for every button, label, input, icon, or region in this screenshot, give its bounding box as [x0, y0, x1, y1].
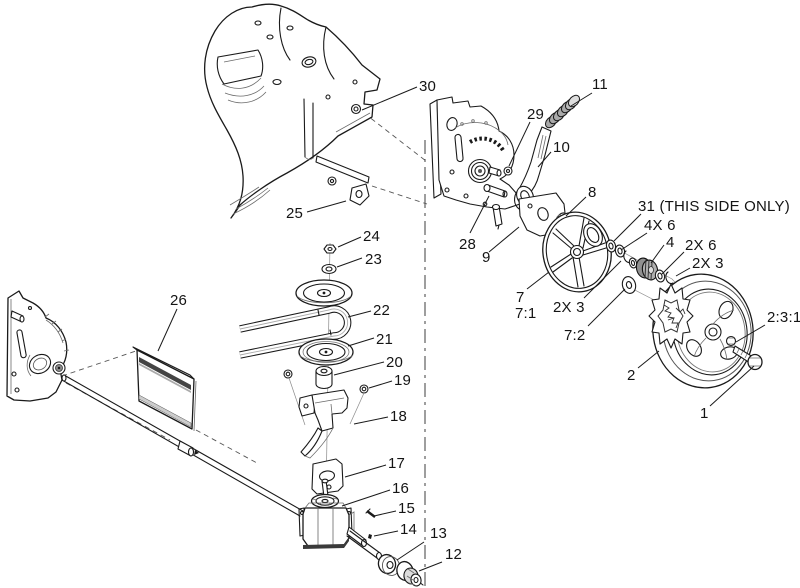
axle-bolt-1 [732, 345, 763, 371]
callout-20: 20 [386, 354, 403, 371]
callout-18: 18 [390, 408, 407, 425]
axle-shaft [61, 374, 424, 586]
callout-15: 15 [398, 500, 415, 517]
wheel-tire-2 [648, 273, 763, 389]
callout-7-1: 7:1 [515, 305, 536, 322]
gear-sector-teeth [468, 136, 506, 153]
callout-25: 25 [286, 205, 303, 222]
stabilizer-rod-25 [315, 155, 370, 206]
callout-2-3-1: 2:3:1 [767, 309, 800, 326]
callout-12: 12 [445, 546, 462, 563]
callout-13: 13 [430, 525, 447, 542]
bolts-28 [483, 183, 508, 230]
height-bracket-plate [429, 96, 521, 230]
deck-housing [204, 3, 381, 219]
e-clip [665, 271, 674, 285]
callout-10: 10 [553, 139, 570, 156]
callout-2x6: 2X 6 [685, 237, 717, 254]
bearing-center [478, 169, 482, 173]
washer-13 [377, 553, 401, 576]
callout-8: 8 [588, 184, 597, 201]
flange-nut-24 [323, 244, 337, 254]
callout-2x3-right: 2X 3 [692, 255, 724, 272]
transport-wheel-7 [542, 211, 612, 293]
screw-15 [365, 508, 376, 518]
washer-23 [321, 263, 337, 275]
callout-29: 29 [527, 106, 544, 123]
callout-9: 9 [482, 249, 491, 266]
callout-7: 7 [516, 289, 525, 306]
axle-collar [177, 440, 199, 457]
belt-cover-26 [132, 346, 197, 432]
transmission-16 [298, 478, 368, 549]
callout-17: 17 [388, 455, 405, 472]
callout-30: 30 [419, 78, 436, 95]
callout-4: 4 [666, 234, 675, 251]
callout-23: 23 [365, 251, 382, 268]
drive-gear-cluster [648, 283, 694, 349]
spring-11 [545, 94, 580, 129]
pin-14 [368, 534, 372, 539]
pin-29 [503, 166, 513, 176]
thrust-washer-7-2 [621, 276, 637, 294]
callout-1: 1 [700, 405, 709, 422]
screw-19-right [349, 384, 369, 425]
screw-30 [350, 103, 362, 115]
callout-4x6: 4X 6 [644, 217, 676, 234]
lower-pulley-21 [298, 338, 354, 366]
coupler-12 [396, 560, 422, 587]
spacer-20 [315, 365, 333, 390]
hub-bolt-2-3-1 [725, 335, 737, 347]
pulley-belt-stack [239, 244, 376, 549]
callout-21: 21 [376, 331, 393, 348]
side-plate-left [6, 290, 70, 402]
callout-16: 16 [392, 480, 409, 497]
callout-24: 24 [363, 228, 380, 245]
callout-labels: 30 25 29 11 10 8 28 9 31 (THIS SIDE ONLY… [170, 76, 800, 563]
callout-14: 14 [400, 521, 417, 538]
leader-lines [157, 86, 766, 572]
callout-19: 19 [394, 372, 411, 389]
callout-2: 2 [627, 367, 636, 384]
upper-pulley [295, 279, 353, 307]
callout-31-this-side-only: 31 (THIS SIDE ONLY) [638, 198, 790, 215]
idler-bracket-18 [298, 389, 349, 459]
callout-7-2: 7:2 [564, 327, 585, 344]
hardware-stack [605, 239, 674, 294]
callout-22: 22 [373, 302, 390, 319]
drive-belt-22 [239, 305, 352, 359]
pinion-gear-4 [635, 257, 659, 281]
callout-26: 26 [170, 292, 187, 309]
screw-19-left [283, 369, 306, 426]
callout-2x3-left: 2X 3 [553, 299, 585, 316]
callout-28: 28 [459, 236, 476, 253]
callout-11: 11 [592, 76, 608, 93]
